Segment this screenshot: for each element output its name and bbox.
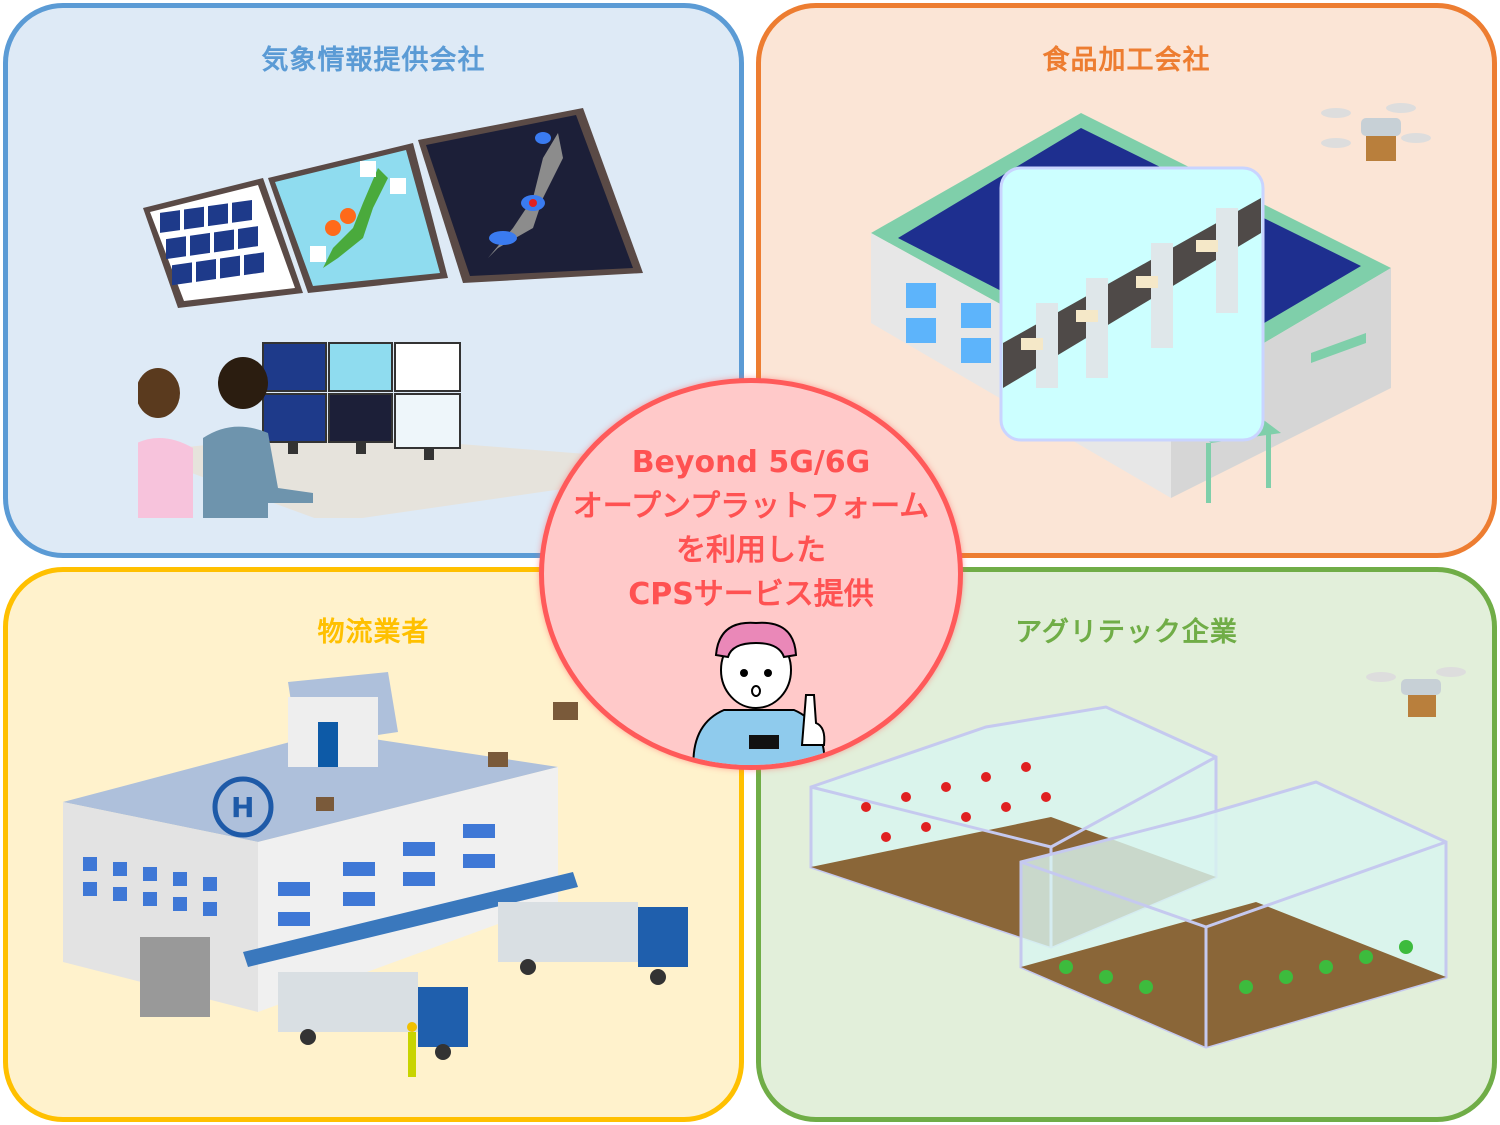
panel-title-food: 食品加工会社 xyxy=(1042,45,1211,76)
food-factory-illustration xyxy=(871,103,1431,503)
panel-title-logistics: 物流業者 xyxy=(317,617,430,648)
worker-icon xyxy=(407,1022,417,1077)
svg-text:H: H xyxy=(231,791,254,824)
wall-screen-radar-map-icon xyxy=(418,108,643,283)
lettuce-plants-icon xyxy=(1059,940,1413,994)
guide-character-icon xyxy=(692,621,826,765)
panel-title-agritech: アグリテック企業 xyxy=(1015,617,1238,648)
center-line-2: オープンプラットフォーム xyxy=(572,489,930,524)
center-line-4: CPSサービス提供 xyxy=(628,577,874,612)
conveyor-inset-icon xyxy=(999,166,1265,442)
center-line-1: Beyond 5G/6G xyxy=(631,445,871,480)
center-line-3: を利用した xyxy=(676,533,826,568)
person-woman-icon xyxy=(138,368,193,518)
center-caption: Beyond 5G/6G オープンプラットフォーム を利用した CPSサービス提… xyxy=(544,441,958,617)
tomato-plants-icon xyxy=(861,762,1051,842)
person-man-icon xyxy=(203,357,313,518)
greenhouse-illustration xyxy=(809,667,1466,1049)
drone-delivery-icon xyxy=(1366,667,1466,717)
drone-delivery-icon xyxy=(1321,103,1431,161)
logistics-warehouse-illustration: H xyxy=(63,672,688,1077)
weather-monitoring-illustration xyxy=(138,108,643,518)
panel-weather-company: 気象情報提供会社 xyxy=(3,3,744,558)
panel-title-weather: 気象情報提供会社 xyxy=(261,45,486,76)
center-platform-circle: Beyond 5G/6G オープンプラットフォーム を利用した CPSサービス提… xyxy=(539,378,963,770)
wall-screen-japan-forecast-icon xyxy=(268,143,448,293)
drone-delivery-icon xyxy=(316,702,578,811)
wall-screen-forecast-grid-icon xyxy=(143,178,303,308)
truck-icon xyxy=(278,972,468,1060)
warehouse-building-icon: H xyxy=(63,672,578,1017)
lettuce-greenhouse-icon xyxy=(1019,780,1448,1049)
truck-icon xyxy=(498,902,688,985)
